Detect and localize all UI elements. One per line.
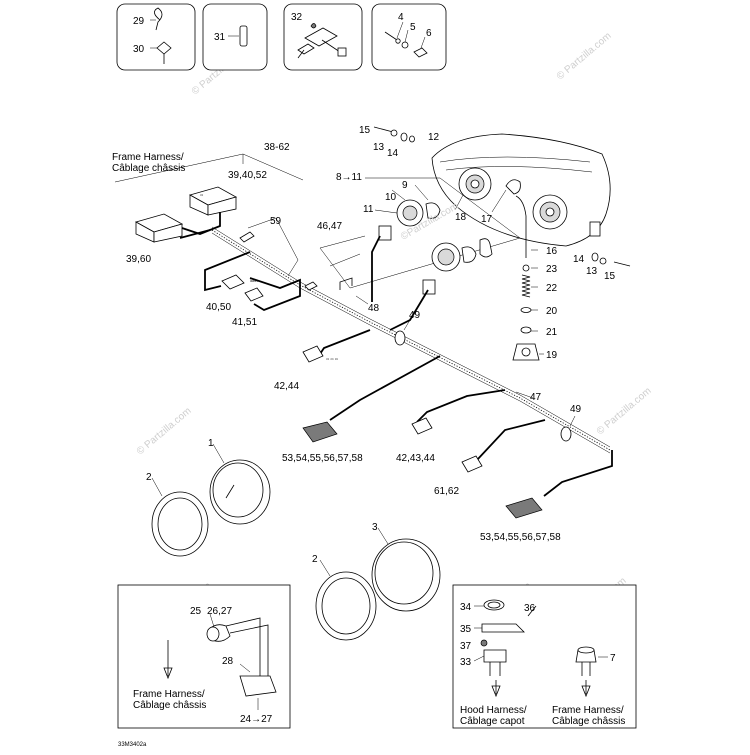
- callout-32: 32: [291, 12, 303, 23]
- fasteners-top: 15 13 14 12: [359, 125, 440, 159]
- callout-17: 17: [481, 214, 493, 225]
- box-29-30: 29 30: [116, 3, 196, 71]
- box-bottom-left: 25 26,27 28 24→27 Frame Harness/ Câblage…: [117, 584, 291, 729]
- callout-16: 16: [546, 246, 558, 257]
- main-harness: 59 label 40,50 41,51 48 49 49 ▭ ▭ ▭ 42,4…: [204, 216, 613, 543]
- callout-48: 48: [368, 303, 380, 314]
- callout-24-27: 24→27: [240, 714, 273, 725]
- callout-10: 10: [385, 192, 397, 203]
- gauge-right: 3 2: [312, 522, 441, 641]
- callout-61-62: 61,62: [434, 486, 459, 497]
- callout-21: 21: [546, 327, 558, 338]
- callout-35: 35: [460, 624, 472, 635]
- callout-12: 12: [428, 132, 440, 143]
- callout-46-47: 46,47: [317, 221, 342, 232]
- module-label-a: ▭: [200, 193, 203, 197]
- callout-2-right: 2: [312, 554, 318, 565]
- watermark-mid-left: © Partzilla.com: [135, 406, 194, 458]
- callout-8-11: 8→11: [336, 172, 362, 183]
- callout-23: 23: [546, 264, 558, 275]
- callout-53-58-left: 53,54,55,56,57,58: [282, 453, 363, 464]
- callout-36: 36: [524, 603, 536, 614]
- box-bottom-right: 34 35 36 37 33 Hood Harness/ Câblage cap…: [452, 584, 637, 729]
- callout-28: 28: [222, 656, 234, 667]
- callout-3: 3: [372, 522, 378, 533]
- box-32: 32: [283, 3, 363, 71]
- fasteners-right: 14 13 15: [573, 252, 631, 282]
- callout-13-right: 13: [586, 266, 598, 277]
- caption-frame-harness-br-2: Câblage châssis: [552, 716, 625, 727]
- box-4-5-6: 4 5 6: [371, 3, 447, 71]
- callout-20: 20: [546, 306, 558, 317]
- caption-frame-harness-top-2: Câblage châssis: [112, 163, 185, 174]
- frame-harness-top: Frame Harness/ Câblage châssis 38-62 39,…: [112, 142, 304, 265]
- callout-5: 5: [410, 22, 416, 33]
- callout-47: 47: [530, 392, 542, 403]
- callout-38-62: 38-62: [264, 142, 290, 153]
- callout-4: 4: [398, 12, 404, 23]
- callout-9: 9: [402, 180, 408, 191]
- gauge-left: 1 2: [146, 438, 271, 557]
- tag-40-50: label: [250, 279, 258, 283]
- callout-59: 59: [270, 216, 282, 227]
- watermark-top-right: © Partzilla.com: [555, 31, 614, 83]
- callout-1: 1: [208, 438, 214, 449]
- callout-40-50: 40,50: [206, 302, 231, 313]
- caption-frame-harness-br-1: Frame Harness/: [552, 705, 624, 716]
- caption-frame-harness-top-1: Frame Harness/: [112, 152, 184, 163]
- caption-frame-harness-bl-2: Câblage châssis: [133, 700, 206, 711]
- callout-29: 29: [133, 16, 145, 27]
- callout-7: 7: [610, 653, 616, 664]
- callout-15-top: 15: [359, 125, 371, 136]
- watermark-mid-right: © Partzilla.com: [595, 386, 654, 438]
- callout-2-left: 2: [146, 472, 152, 483]
- tag-42-44: ▭ ▭ ▭: [326, 357, 338, 361]
- callout-15-right: 15: [604, 271, 616, 282]
- callout-13-top: 13: [373, 142, 385, 153]
- callout-34: 34: [460, 602, 472, 613]
- callout-49-upper: 49: [409, 310, 421, 321]
- callout-49-lower: 49: [570, 404, 582, 415]
- box-31: 31: [202, 3, 268, 71]
- adjuster-stack: 16 23 22 20 21 19: [512, 246, 558, 361]
- callout-11: 11: [363, 204, 374, 215]
- callout-14-top: 14: [387, 148, 399, 159]
- figure-id: 33M3402a: [118, 742, 147, 748]
- callout-33: 33: [460, 657, 472, 668]
- callout-14-right: 14: [573, 254, 585, 265]
- callout-53-58-right: 53,54,55,56,57,58: [480, 532, 561, 543]
- callout-31: 31: [214, 32, 226, 43]
- callout-41-51: 41,51: [232, 317, 257, 328]
- caption-hood-harness-1: Hood Harness/: [460, 705, 527, 716]
- callout-19: 19: [546, 350, 558, 361]
- callout-18: 18: [455, 212, 467, 223]
- callout-26-27: 26,27: [207, 606, 232, 617]
- callout-37: 37: [460, 641, 472, 652]
- callout-30: 30: [133, 44, 145, 55]
- callout-39-60: 39,60: [126, 254, 151, 265]
- caption-frame-harness-bl-1: Frame Harness/: [133, 689, 205, 700]
- headlight-housing: 18 17: [431, 133, 611, 247]
- callout-6: 6: [426, 28, 432, 39]
- callout-22: 22: [546, 283, 558, 294]
- callout-39-40-52: 39,40,52: [228, 170, 267, 181]
- callout-42-43-44: 42,43,44: [396, 453, 435, 464]
- callout-42-44: 42,44: [274, 381, 299, 392]
- callout-25: 25: [190, 606, 202, 617]
- caption-hood-harness-2: Câblage capot: [460, 716, 525, 727]
